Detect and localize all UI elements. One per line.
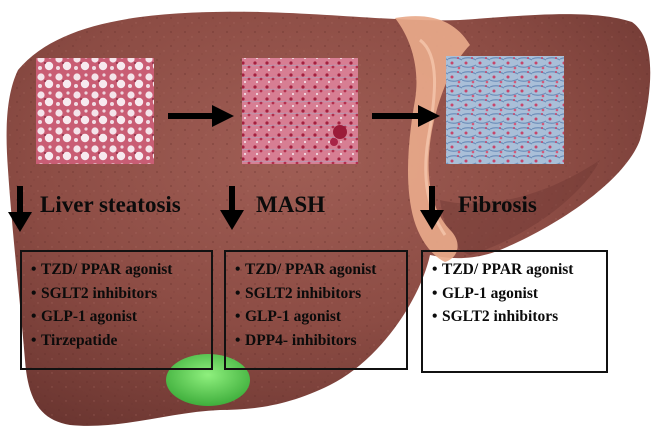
bullet-icon: •: [31, 331, 37, 349]
drug-item: •TZD/ PPAR agonist: [235, 258, 402, 282]
arrow-down-icon: [8, 186, 32, 232]
stage-label-steatosis: Liver steatosis: [40, 192, 181, 217]
bullet-icon: •: [432, 284, 438, 302]
bullet-icon: •: [235, 331, 241, 349]
bullet-icon: •: [432, 308, 438, 325]
bullet-icon: •: [432, 261, 438, 278]
stage-label-mash: MASH: [256, 192, 325, 217]
bullet-icon: •: [31, 308, 37, 325]
drug-list: •TZD/ PPAR agonist •GLP-1 agonist •SGLT2…: [432, 258, 602, 329]
fibrosis-micrograph: [446, 56, 564, 164]
drug-item: •TZD/ PPAR agonist: [432, 258, 602, 282]
drug-item: •GLP-1 agonist: [235, 305, 402, 329]
bullet-icon: •: [235, 308, 241, 325]
bullet-icon: •: [235, 261, 241, 278]
bullet-icon: •: [31, 284, 37, 302]
drug-box-mash: •TZD/ PPAR agonist •SGLT2 inhibitors •GL…: [224, 250, 408, 370]
gallbladder-shape: [166, 354, 250, 406]
drug-box-steatosis: •TZD/ PPAR agonist •SGLT2 inhibitors •GL…: [20, 250, 213, 370]
drug-item: •TZD/ PPAR agonist: [31, 258, 207, 282]
arrow-right-icon: [372, 105, 440, 127]
bullet-icon: •: [31, 261, 37, 278]
drug-item: •SGLT2 inhibitors: [31, 282, 207, 306]
arrow-right-icon: [168, 105, 234, 127]
drug-list: •TZD/ PPAR agonist •SGLT2 inhibitors •GL…: [31, 258, 207, 352]
ligament-shape: [395, 16, 470, 262]
mash-micrograph: [242, 58, 358, 164]
arrow-down-icon: [220, 186, 244, 230]
steatosis-micrograph: [36, 58, 154, 164]
drug-item: •SGLT2 inhibitors: [432, 305, 602, 329]
drug-item: •GLP-1 agonist: [432, 282, 602, 306]
drug-box-fibrosis: •TZD/ PPAR agonist •GLP-1 agonist •SGLT2…: [421, 250, 608, 373]
drug-item: •DPP4- inhibitors: [235, 329, 402, 353]
drug-item: •SGLT2 inhibitors: [235, 282, 402, 306]
stage-label-fibrosis: Fibrosis: [458, 192, 537, 217]
arrow-down-icon: [420, 186, 444, 230]
drug-item: •GLP-1 agonist: [31, 305, 207, 329]
drug-list: •TZD/ PPAR agonist •SGLT2 inhibitors •GL…: [235, 258, 402, 352]
drug-item: •Tirzepatide: [31, 329, 207, 353]
bullet-icon: •: [235, 284, 241, 302]
